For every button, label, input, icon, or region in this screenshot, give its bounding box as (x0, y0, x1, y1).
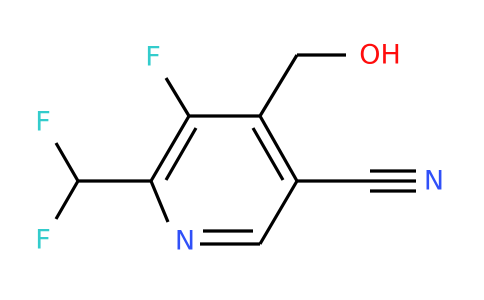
bond-c5-c6 (258, 180, 299, 245)
bond-chf2-f-top (54, 142, 80, 182)
atom-n-ring: N (175, 226, 195, 257)
bond-n1-c2 (149, 180, 170, 223)
pyridine-ring (149, 114, 299, 246)
bond-c2-c3-inner (164, 127, 198, 181)
atom-labels: F F F N N OH (35, 40, 444, 257)
atom-f-chf2-bottom: F (35, 225, 51, 256)
bond-c4-c5 (258, 115, 299, 182)
atom-f-chf2-top: F (35, 107, 51, 138)
bond-c2-c3 (149, 115, 191, 182)
bond-c3-f (164, 77, 191, 117)
substituent-bonds (54, 53, 416, 220)
bond-c4-ch2 (258, 54, 299, 117)
atom-n-nitrile: N (424, 166, 444, 197)
bond-c4-c5-inner (251, 127, 285, 181)
atom-f-ring: F (145, 42, 161, 73)
bond-chf2-f-bottom (54, 180, 80, 220)
atom-oh: OH (359, 40, 401, 71)
